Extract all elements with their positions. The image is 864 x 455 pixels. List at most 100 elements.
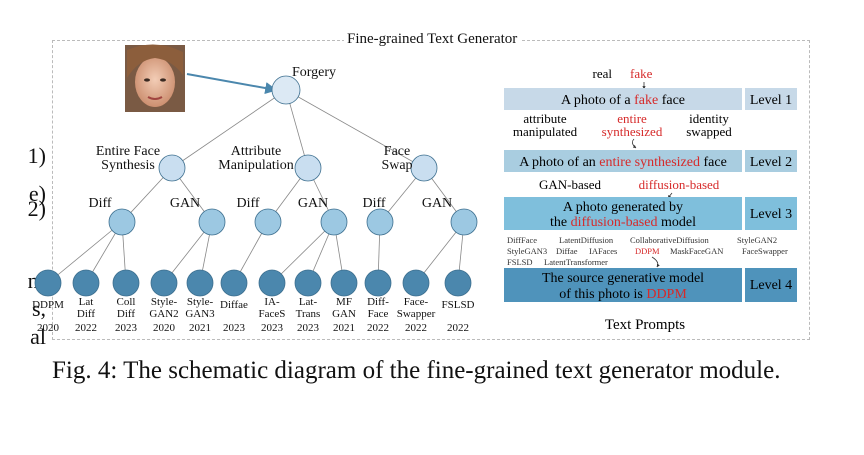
tree-type-node	[320, 208, 348, 236]
tree-leaf-node	[220, 269, 248, 297]
tree-leaf-name: GAN3	[185, 308, 215, 320]
tree-leaf-name: Face	[368, 308, 389, 320]
svg-text:attribute: attribute	[523, 111, 567, 126]
tree-leaf-year: 2021	[189, 322, 211, 334]
level4-prompt-line2: of this photo is DDPM	[559, 287, 687, 302]
svg-text:GAN-based: GAN-based	[539, 177, 602, 192]
real-label: real	[593, 66, 613, 81]
tree-leaf-name: Swapper	[397, 308, 436, 320]
tree-leaf-node	[258, 269, 286, 297]
svg-text:identity: identity	[689, 111, 729, 126]
svg-text:FaceSwapper: FaceSwapper	[742, 246, 788, 256]
tree-type-node	[450, 208, 478, 236]
tree-root-node	[271, 75, 301, 105]
tree-leaf-name: Diffae	[220, 299, 248, 311]
svg-text:StyleGAN2: StyleGAN2	[737, 235, 777, 245]
margin-fragment: al	[30, 324, 46, 349]
tree-type-label: GAN	[422, 196, 452, 211]
tree-leaf-year: 2023	[223, 322, 246, 334]
input-arrow	[186, 73, 278, 94]
tree-leaf-node	[72, 269, 100, 297]
tree-leaf-name: Diff	[117, 308, 135, 320]
level3-tag: Level 3	[750, 207, 792, 222]
tree-category-node	[294, 154, 322, 182]
tree-root-label: Forgery	[292, 65, 336, 80]
svg-text:IAFaces: IAFaces	[589, 246, 617, 256]
fake-label: fake	[630, 66, 653, 81]
tree-leaf-name: Coll	[117, 296, 136, 308]
tree-type-label: GAN	[298, 196, 328, 211]
svg-text:diffusion-based: diffusion-based	[639, 177, 720, 192]
tree-leaf-name: GAN2	[149, 308, 178, 320]
tree-category-label: Entire Face	[96, 144, 160, 159]
tree-category-label: Attribute	[231, 144, 282, 159]
svg-text:DiffFace: DiffFace	[507, 235, 537, 245]
tree-type-label: Diff	[88, 196, 111, 211]
tree-leaf-node	[402, 269, 430, 297]
svg-text:swapped: swapped	[686, 124, 732, 139]
tree-leaf-name: FSLSD	[441, 299, 474, 311]
tree-leaf-name: DDPM	[32, 299, 64, 311]
level4-prompt-line1: The source generative model	[542, 271, 704, 286]
tree-type-label: GAN	[170, 196, 200, 211]
level1-prompt: A photo of a fake face	[561, 93, 685, 108]
margin-fragment: s,	[31, 296, 46, 321]
svg-text:MaskFaceGAN: MaskFaceGAN	[670, 246, 723, 256]
tree-leaf-name: Diff-	[367, 296, 389, 308]
level2-tag: Level 2	[750, 155, 792, 170]
level1-tag: Level 1	[750, 93, 792, 108]
svg-text:entire: entire	[617, 111, 647, 126]
svg-text:LatentTransformer: LatentTransformer	[544, 257, 608, 267]
tree-type-node	[198, 208, 226, 236]
tree-leaf-year: 2022	[405, 322, 427, 334]
svg-text:DDPM: DDPM	[635, 246, 660, 256]
tree-category-label: Synthesis	[101, 158, 155, 173]
tree-type-node	[108, 208, 136, 236]
tree-leaf-name: Style-	[151, 296, 178, 308]
tree-leaf-name: Lat	[79, 296, 94, 308]
tree-category-node	[410, 154, 438, 182]
tree-leaf-node	[330, 269, 358, 297]
text-prompts-label: Text Prompts	[605, 317, 685, 333]
margin-fragment: 1)	[27, 143, 46, 168]
face-photo	[125, 44, 185, 112]
tree-leaf-node	[444, 269, 472, 297]
tree-leaf-name: MF	[336, 296, 352, 308]
tree-leaf-year: 2020	[37, 322, 60, 334]
tree-leaf-name: Lat-	[299, 296, 318, 308]
tree-leaf-year: 2020	[153, 322, 176, 334]
figure-caption: Fig. 4: The schematic diagram of the fin…	[52, 357, 781, 384]
tree-type-label: Diff	[362, 196, 385, 211]
tree-category-label: Face	[384, 144, 410, 159]
tree-leaf-name: Style-	[187, 296, 214, 308]
margin-fragment: e)	[28, 181, 46, 206]
svg-text:FSLSD: FSLSD	[507, 257, 533, 267]
tree-type-label: Diff	[236, 196, 259, 211]
svg-text:StyleGAN3: StyleGAN3	[507, 246, 547, 256]
tree-leaf-node	[186, 269, 214, 297]
tree-leaf-name: Trans	[296, 308, 321, 320]
tree-leaf-name: IA-	[264, 296, 280, 308]
tree-leaf-node	[294, 269, 322, 297]
tree-leaf-year: 2021	[333, 322, 355, 334]
svg-text:Diffae: Diffae	[556, 246, 578, 256]
tree-leaf-year: 2023	[261, 322, 284, 334]
tree-category-node	[158, 154, 186, 182]
tree-category-label: Swap	[381, 158, 412, 173]
level3-prompt-line1: A photo generated by	[563, 200, 683, 215]
text-prompts-panel: real fake A photo of a fake face Level 1…	[504, 66, 797, 333]
svg-text:manipulated: manipulated	[513, 124, 578, 139]
svg-text:LatentDiffusion: LatentDiffusion	[559, 235, 614, 245]
tree-leaf-node	[34, 269, 62, 297]
tree-leaf-name: Face-	[404, 296, 429, 308]
tree-leaf-name: FaceS	[259, 308, 286, 320]
tree-type-node	[366, 208, 394, 236]
tree-leaf-node	[364, 269, 392, 297]
tree-leaf-year: 2023	[297, 322, 320, 334]
svg-text:synthesized: synthesized	[602, 124, 663, 139]
level2-prompt: A photo of an entire synthesized face	[519, 155, 727, 170]
tree-leaf-node	[150, 269, 178, 297]
tree-leaf-year: 2022	[367, 322, 389, 334]
tree-leaf-year: 2022	[447, 322, 469, 334]
tree-leaf-name: Diff	[77, 308, 95, 320]
